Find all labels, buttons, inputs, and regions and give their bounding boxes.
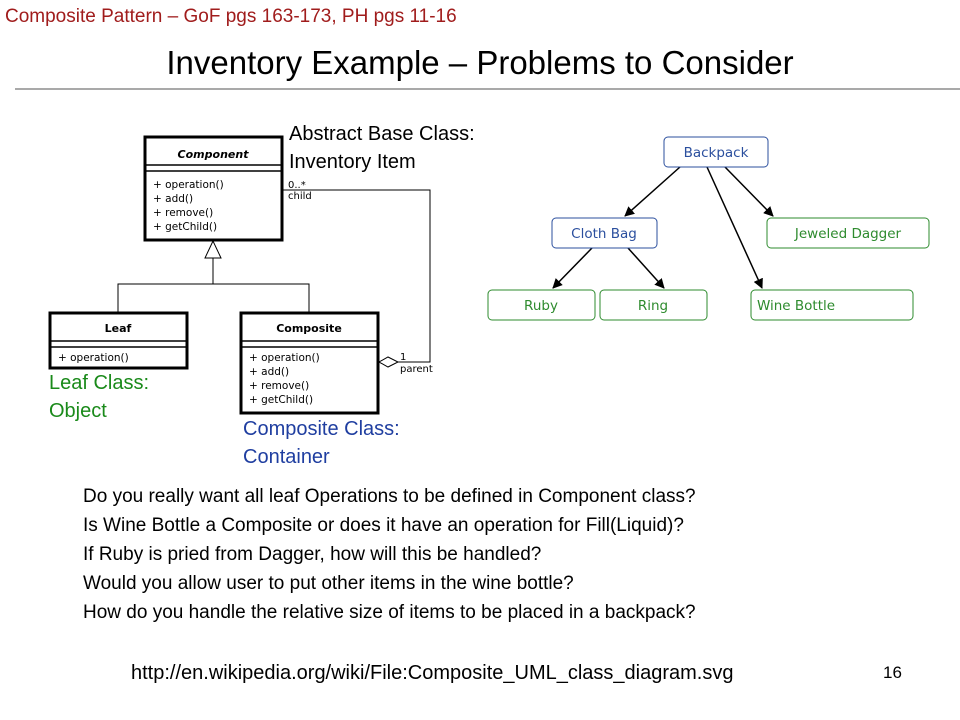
parent-role: parent (400, 364, 433, 375)
component-op: + getChild() (153, 221, 217, 233)
title-divider (15, 88, 960, 90)
slide-title: Inventory Example – Problems to Consider (166, 44, 794, 81)
node-label: Backpack (684, 145, 749, 161)
tree-node-ruby: Ruby (487, 289, 596, 321)
tree-edges (552, 166, 774, 289)
tree-node-wine-bottle: Wine Bottle (750, 289, 914, 321)
edge-backpack-clothbag (624, 166, 681, 217)
composite-op: + getChild() (249, 394, 313, 406)
leaf-op: + operation() (58, 352, 129, 364)
component-class-name: Component (178, 148, 250, 161)
tree-node-backpack: Backpack (663, 136, 769, 168)
composite-op: + remove() (249, 380, 309, 392)
leaf-class-label: Leaf Class: Object (49, 369, 149, 425)
composite-class: Composite + operation() + add() + remove… (239, 311, 380, 415)
inheritance-arrowhead-icon (204, 239, 222, 259)
abstract-base-class-label: Abstract Base Class: Inventory Item (289, 120, 475, 176)
label-line: Abstract Base Class: (289, 123, 475, 145)
edge-backpack-winebottle (706, 166, 763, 289)
edge-clothbag-ruby (552, 247, 593, 289)
leaf-class-name: Leaf (105, 322, 132, 335)
child-role: child (288, 191, 312, 202)
question-item: How do you handle the relative size of i… (83, 602, 696, 623)
parent-multiplicity: 1 (400, 352, 406, 363)
composite-op: + add() (249, 366, 289, 378)
composite-class-name: Composite (276, 322, 342, 335)
questions-list: Do you really want all leaf Operations t… (83, 482, 696, 627)
slide-subtitle: Composite Pattern – GoF pgs 163-173, PH … (5, 6, 457, 27)
question-item: Would you allow user to put other items … (83, 573, 574, 594)
label-line: Composite Class: (243, 418, 400, 440)
component-op: + add() (153, 193, 193, 205)
node-label: Jeweled Dagger (794, 226, 902, 242)
component-op: + operation() (153, 179, 224, 191)
component-op: + remove() (153, 207, 213, 219)
composite-class-label: Composite Class: Container (243, 415, 400, 471)
edge-clothbag-ring (627, 247, 665, 289)
label-line: Container (243, 446, 330, 468)
tree-node-jeweled-dagger: Jeweled Dagger (766, 217, 930, 249)
aggregation-diamond-icon (377, 356, 400, 368)
node-label: Ring (638, 298, 668, 314)
page-number: 16 (883, 663, 902, 682)
node-label: Cloth Bag (571, 226, 637, 242)
aggregation-connector (282, 189, 431, 363)
source-link[interactable]: http://en.wikipedia.org/wiki/File:Compos… (131, 662, 734, 684)
label-line: Leaf Class: (49, 372, 150, 394)
question-item: Is Wine Bottle a Composite or does it ha… (83, 515, 684, 536)
child-multiplicity: 0..* (288, 180, 306, 191)
label-line: Object (49, 400, 107, 422)
label-line: Inventory Item (289, 151, 416, 173)
question-item: If Ruby is pried from Dagger, how will t… (83, 544, 542, 565)
component-class: Component + operation() + add() + remove… (143, 135, 284, 242)
node-label: Ruby (524, 298, 558, 314)
composite-op: + operation() (249, 352, 320, 364)
edge-backpack-dagger (724, 166, 774, 217)
leaf-class: Leaf + operation() (48, 311, 189, 370)
node-label: Wine Bottle (757, 298, 835, 314)
question-item: Do you really want all leaf Operations t… (83, 486, 696, 507)
inheritance-connectors (117, 258, 310, 313)
tree-node-ring: Ring (599, 289, 708, 321)
tree-node-cloth-bag: Cloth Bag (551, 217, 658, 249)
